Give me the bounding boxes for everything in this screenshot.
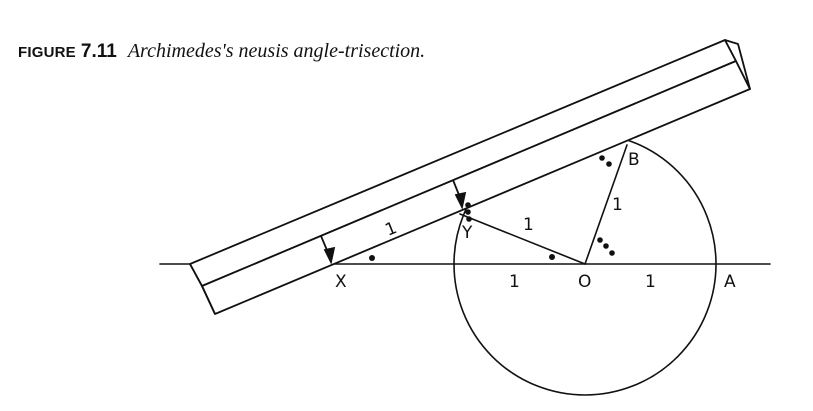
label-xo-length: 1 [509, 272, 520, 292]
caption-title: Archimedes's neusis angle-trisection. [127, 40, 426, 62]
ruler-inner-edge [189, 263, 203, 287]
label-x: X [335, 272, 347, 292]
caption-label: FIGURE [18, 44, 76, 61]
label-ob-length: 1 [612, 195, 623, 215]
segment-y-o [459, 213, 586, 265]
angle-dot-x [369, 255, 375, 261]
figure-caption: FIGURE 7.11 Archimedes's neusis angle-tr… [18, 40, 425, 63]
label-o: O [578, 272, 591, 292]
segment-o-b [584, 144, 628, 265]
label-y: Y [461, 223, 473, 243]
label-yo-length: 1 [523, 215, 534, 235]
angle-dot-o-left [549, 254, 555, 260]
caption-number: 7.11 [80, 41, 117, 62]
angle-dot-o-2 [603, 243, 609, 249]
ruler-top-face [189, 39, 737, 287]
arrow-x-head [323, 246, 336, 265]
angle-dot-o-1 [597, 237, 603, 243]
ruler-side-face [201, 60, 751, 315]
ruler-end-face [724, 39, 751, 90]
angle-dot-b-2 [606, 161, 612, 167]
ruler-left-end [201, 285, 216, 315]
angle-dots [369, 155, 615, 261]
label-oa-length: 1 [645, 272, 656, 292]
ruler [189, 39, 751, 315]
angle-dot-y-2 [465, 209, 471, 215]
arrow-y-head [454, 191, 467, 210]
label-a: A [724, 272, 736, 292]
angle-dot-y-1 [465, 202, 471, 208]
angle-dot-y-3 [466, 216, 472, 222]
label-b: B [628, 150, 640, 170]
ruler-marks [320, 179, 467, 265]
angle-dot-o-3 [609, 250, 615, 256]
angle-dot-b-1 [599, 155, 605, 161]
